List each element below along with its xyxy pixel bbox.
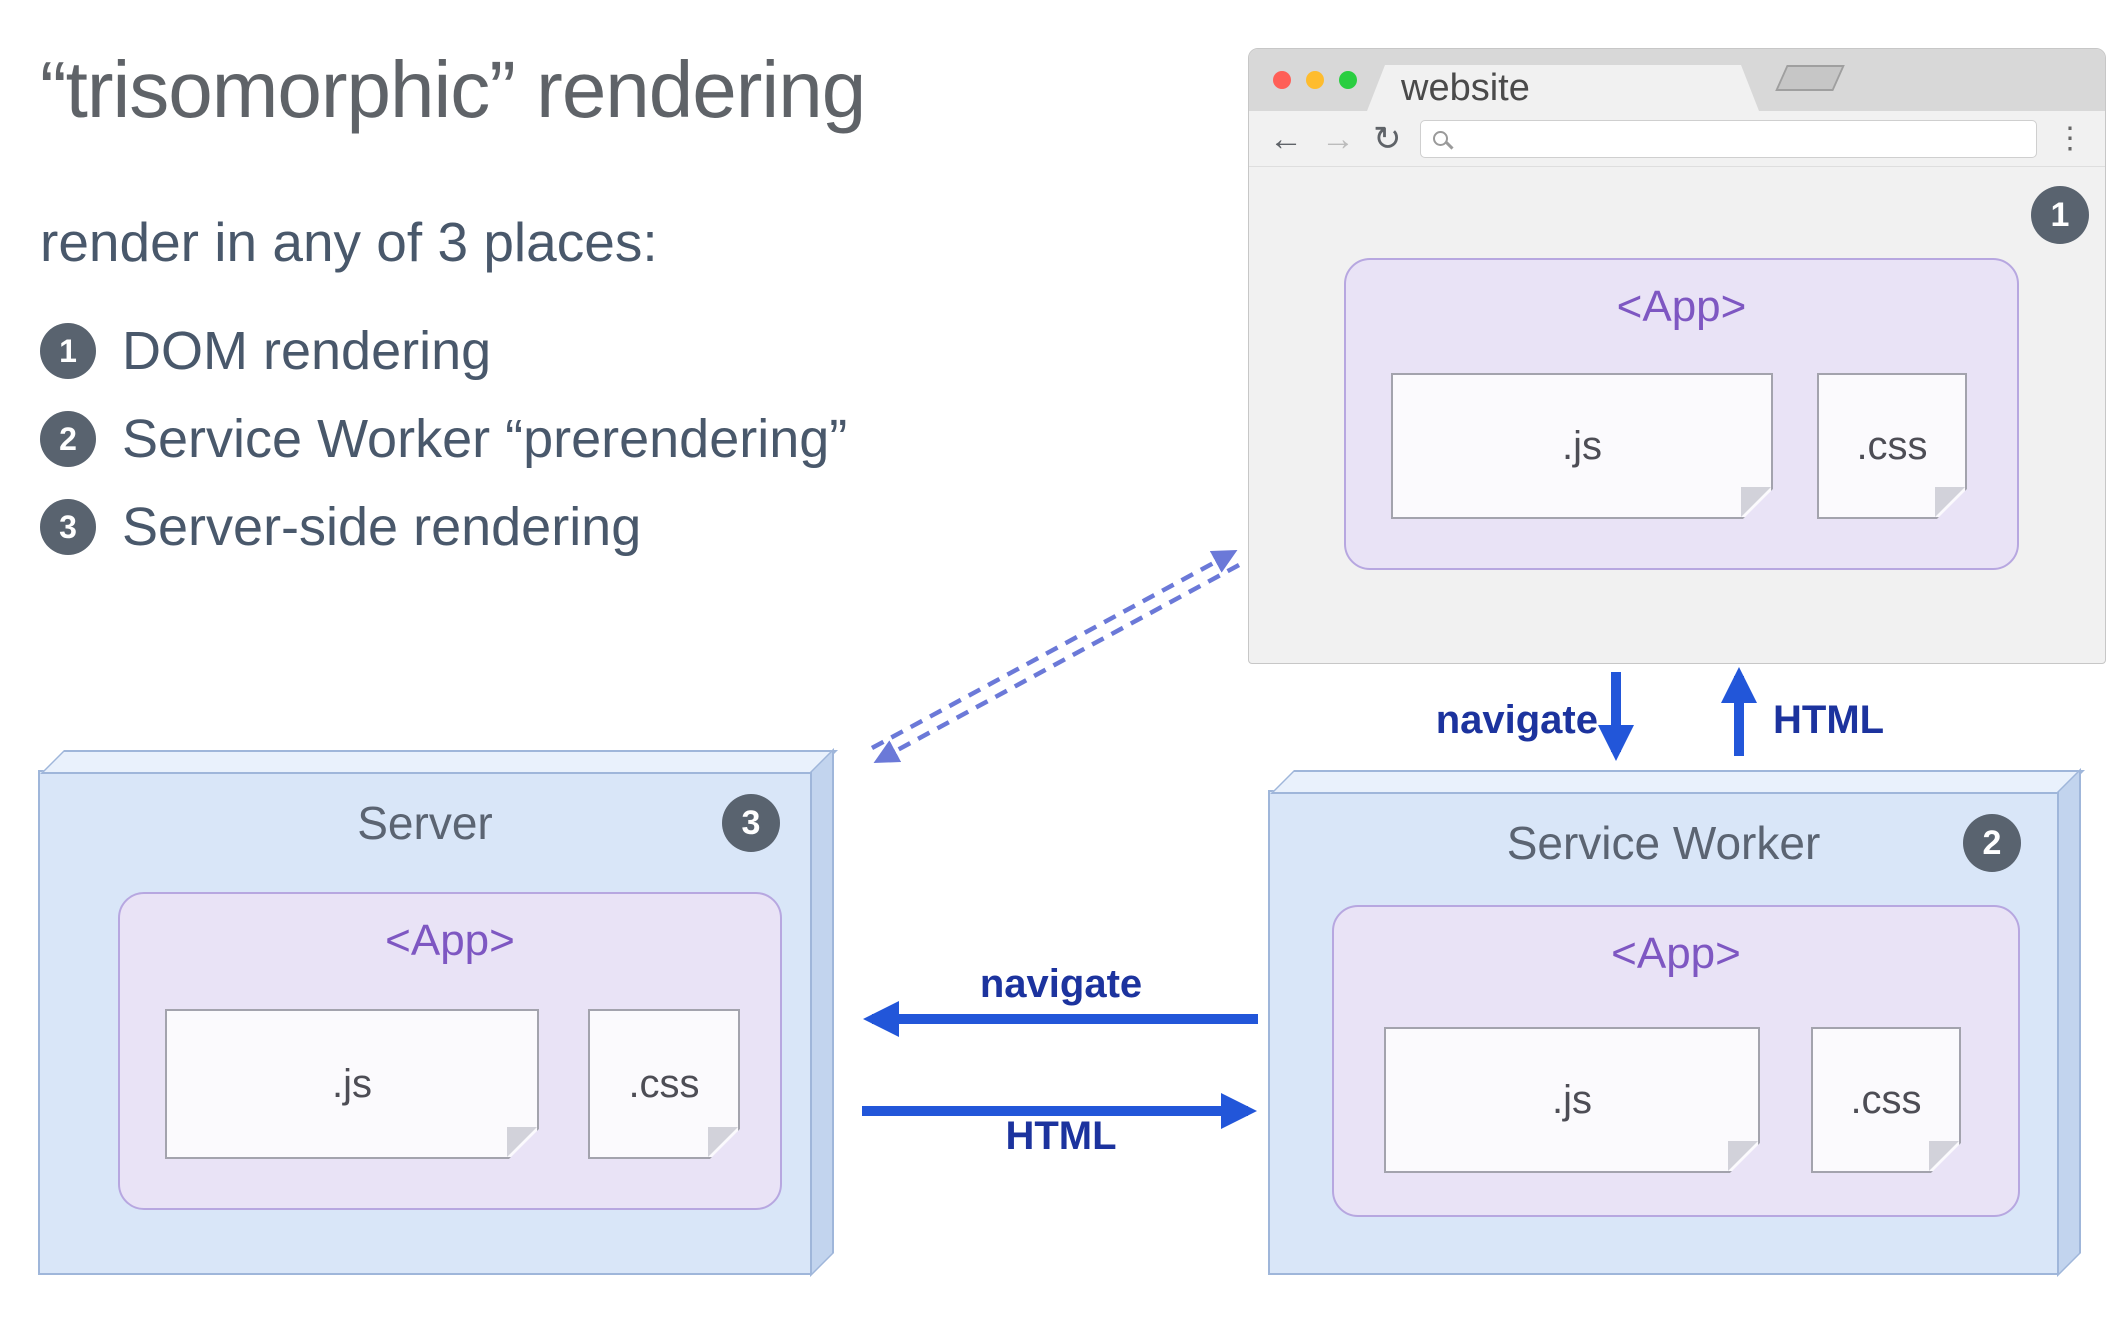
- html-label-horizontal: HTML: [1005, 1114, 1117, 1158]
- background-tab: [1775, 65, 1845, 91]
- browser-content: 1 <App> .js .css: [1249, 167, 2105, 665]
- legend-number-badge: 2: [40, 411, 96, 467]
- dashed-link-to-server: [873, 563, 1241, 763]
- browser-tab-bar: website: [1249, 49, 2105, 111]
- legend-item-service-worker-prerendering: 2 Service Worker “prerendering”: [40, 408, 847, 470]
- server-label: Server: [357, 797, 493, 849]
- address-bar: [1419, 119, 2037, 158]
- service-worker-box: Service Worker 2 <App> .js .css: [1268, 790, 2059, 1275]
- server-box: Server 3 <App> .js .css: [38, 770, 812, 1275]
- js-file-icon: .js: [1391, 373, 1773, 519]
- diagram-subtitle: render in any of 3 places:: [40, 211, 658, 273]
- js-file-icon: .js: [1384, 1027, 1760, 1173]
- tab-title: website: [1401, 66, 1530, 109]
- service-worker-label: Service Worker: [1506, 817, 1821, 869]
- search-icon: [1432, 131, 1448, 146]
- browser-tab: website: [1367, 65, 1759, 111]
- navigate-label-vertical: navigate: [1435, 698, 1598, 742]
- browser-window: website ← → ↻ ⋮ 1 <App> .js .css: [1248, 48, 2106, 664]
- server-app-box: <App> .js .css: [118, 892, 782, 1210]
- step-badge-2: 2: [1963, 814, 2021, 872]
- browser-app-box: <App> .js .css: [1344, 258, 2019, 570]
- window-controls: [1273, 71, 1357, 89]
- legend-item-label: Server-side rendering: [122, 497, 642, 557]
- browser-toolbar: ← → ↻ ⋮: [1249, 111, 2105, 167]
- step-badge-1: 1: [2031, 186, 2089, 244]
- css-file-icon: .css: [588, 1009, 740, 1159]
- close-button-icon: [1273, 71, 1291, 89]
- app-label: <App>: [1611, 929, 1741, 978]
- service-worker-app-box: <App> .js .css: [1332, 905, 2020, 1217]
- zoom-button-icon: [1339, 71, 1357, 89]
- css-file-icon: .css: [1817, 373, 1967, 519]
- legend-number-badge: 3: [40, 499, 96, 555]
- legend-item-label: Service Worker “prerendering”: [122, 409, 848, 469]
- js-file-icon: .js: [165, 1009, 539, 1159]
- reload-icon: ↻: [1373, 119, 1402, 158]
- dashed-link-to-browser: [870, 550, 1238, 750]
- app-label: <App>: [1616, 282, 1747, 331]
- legend-list: 1 DOM rendering 2 Service Worker “preren…: [40, 320, 847, 558]
- html-label-vertical: HTML: [1773, 698, 1885, 742]
- css-file-icon: .css: [1811, 1027, 1961, 1173]
- app-label: <App>: [385, 916, 515, 965]
- legend-item-dom-rendering: 1 DOM rendering: [40, 320, 847, 382]
- menu-kebab-icon: ⋮: [2055, 122, 2085, 155]
- back-icon: ←: [1269, 119, 1303, 158]
- forward-icon: →: [1321, 119, 1355, 158]
- legend-item-label: DOM rendering: [122, 321, 492, 381]
- minimize-button-icon: [1306, 71, 1324, 89]
- legend-number-badge: 1: [40, 323, 96, 379]
- diagram-title: “trisomorphic” rendering: [40, 45, 866, 134]
- step-badge-3: 3: [722, 794, 780, 852]
- legend-item-server-side-rendering: 3 Server-side rendering: [40, 496, 847, 558]
- navigate-label-horizontal: navigate: [979, 962, 1143, 1006]
